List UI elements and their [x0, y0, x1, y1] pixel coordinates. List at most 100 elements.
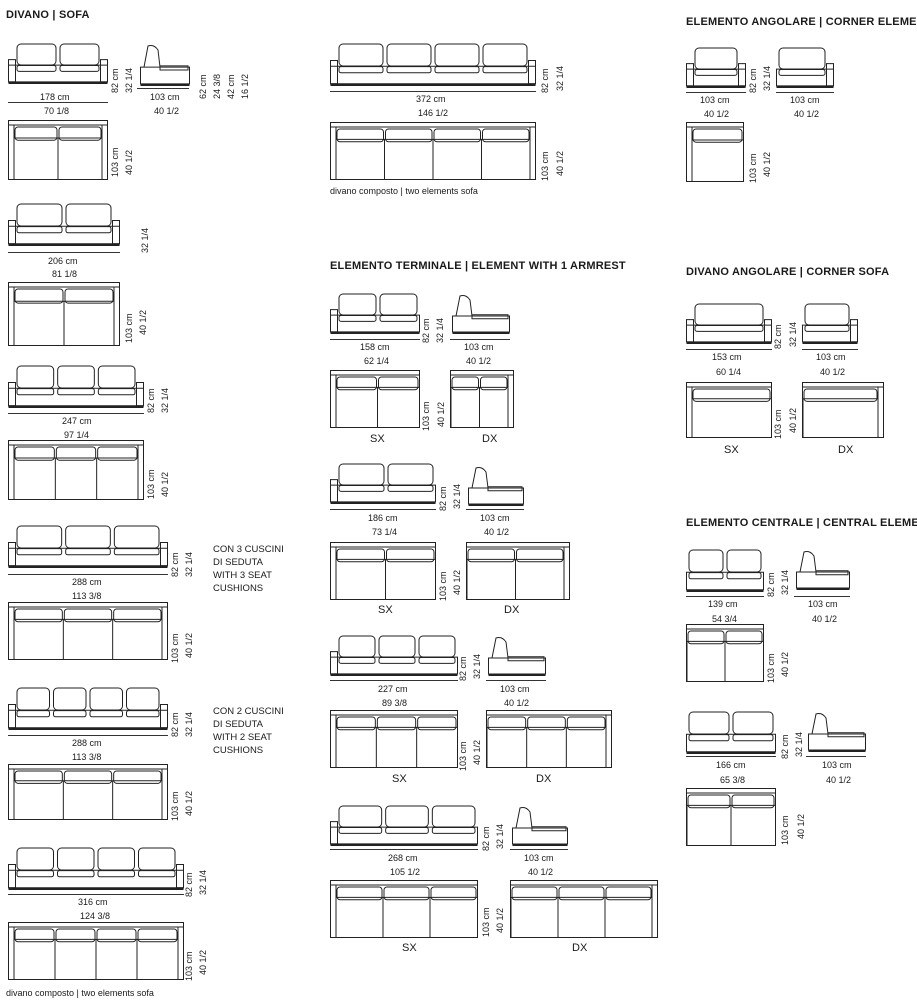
- sofa-base: [9, 710, 168, 728]
- sofa-base: [331, 827, 478, 844]
- dim-depth-cm: 103 cm: [421, 401, 431, 431]
- dim-width-cm: 227 cm: [378, 684, 408, 694]
- dim-width-cm: 288 cm: [72, 577, 102, 587]
- dim-width-cm: 186 cm: [368, 513, 398, 523]
- label-sx: SX: [378, 604, 393, 616]
- back-cushion: [688, 631, 724, 644]
- dim-depth-cm: 103 cm: [184, 951, 194, 981]
- sofa-outline: [9, 441, 144, 500]
- sofa-front-view: [330, 292, 420, 334]
- sofa-plan-view: [8, 602, 168, 660]
- cushion-note: CON 2 CUSCINI DI SEDUTA WITH 2 SEAT CUSH…: [213, 705, 284, 757]
- dim-height-in: 32 1/4: [452, 483, 462, 509]
- sofa-plan-view: [8, 440, 144, 500]
- dim-depth-in: 40 1/2: [124, 149, 134, 175]
- sofa-outline: [9, 765, 168, 820]
- seat-cushion: [98, 871, 135, 877]
- back-cushion: [387, 549, 435, 562]
- back-cushion: [567, 717, 605, 730]
- seat-cushion: [695, 70, 737, 76]
- sofa-front-view: [686, 548, 764, 592]
- seat-cushion: [419, 658, 455, 664]
- back-cushion: [17, 688, 50, 710]
- back-cushion: [15, 127, 57, 140]
- sofa-front-view: [8, 686, 168, 730]
- dim-depth-in: 40 1/2: [780, 651, 790, 677]
- back-cushion: [517, 549, 564, 562]
- seat-cushion: [387, 67, 431, 73]
- sofa-base: [9, 65, 108, 82]
- side-back-cushion: [492, 638, 508, 659]
- side-back-cushion: [812, 714, 828, 735]
- dim-side-cm: 103 cm: [808, 599, 838, 609]
- seat-cushion: [727, 573, 761, 579]
- dim-side-cm: 103 cm: [790, 95, 820, 105]
- sofa-plan-view: [330, 710, 458, 768]
- seat-cushion: [58, 389, 95, 395]
- armrest: [9, 60, 16, 82]
- seat-cushion: [432, 828, 475, 834]
- seat-cushion: [17, 227, 62, 233]
- armrest: [331, 310, 338, 332]
- sofa-side-view: [488, 636, 546, 676]
- armrest: [851, 320, 858, 342]
- sofa-front-view: [802, 302, 858, 344]
- back-cushion: [528, 717, 566, 730]
- dim-side-in: 40 1/2: [794, 109, 820, 119]
- section-title-central: ELEMENTO CENTRALE | CENTRAL ELEMENT: [686, 517, 917, 529]
- back-cushion: [64, 609, 111, 622]
- armrest: [113, 220, 120, 243]
- back-cushion: [384, 887, 429, 900]
- sofa-base: [687, 572, 764, 590]
- dim-side-depth-cm: 103 cm: [500, 684, 530, 694]
- sofa-front-view: [8, 42, 108, 84]
- sofa-base: [687, 734, 776, 752]
- sofa-plan-view: [450, 370, 514, 428]
- back-cushion: [98, 447, 137, 460]
- sofa-plan-view: [8, 764, 168, 820]
- back-cushion: [98, 366, 135, 388]
- back-cushion: [15, 447, 54, 460]
- sofa-front-view: [8, 524, 168, 568]
- back-cushion: [606, 887, 651, 900]
- label-dx: DX: [572, 942, 588, 954]
- cushion-note-line: CON 3 CUSCINI: [213, 544, 284, 555]
- dim-height-cm: 82 cm: [458, 655, 468, 681]
- back-cushion: [695, 304, 763, 325]
- seat-cushion: [98, 389, 135, 395]
- sofa-front-view: [686, 302, 772, 344]
- sofa-base: [9, 870, 184, 888]
- back-cushion: [468, 549, 515, 562]
- seat-cushion: [339, 658, 375, 664]
- dim-height-cm: 82 cm: [540, 67, 550, 93]
- dim-height-in: 32 1/4: [435, 317, 445, 343]
- back-cushion: [90, 688, 123, 710]
- label-dx: DX: [482, 433, 498, 445]
- seat-cushion: [114, 549, 159, 555]
- seat-cushion: [339, 486, 384, 492]
- seat-cushion: [60, 66, 99, 72]
- back-cushion: [56, 447, 95, 460]
- dimension-line: [806, 756, 866, 757]
- dim-depth-cm: 103 cm: [481, 907, 491, 937]
- back-cushion: [804, 389, 877, 401]
- seat-cushion: [58, 871, 95, 877]
- back-cushion: [805, 304, 849, 325]
- dim-depth-cm: 103 cm: [438, 571, 448, 601]
- dim-height-cm: 82 cm: [481, 825, 491, 851]
- seat-cushion: [379, 658, 415, 664]
- back-cushion: [727, 550, 761, 572]
- back-cushion: [434, 129, 481, 142]
- back-cushion: [339, 294, 376, 315]
- sofa-front-view: [686, 46, 746, 88]
- dim-depth-in: 40 1/2: [452, 569, 462, 595]
- back-cushion: [138, 929, 177, 942]
- dim-depth-cm: 103 cm: [170, 633, 180, 663]
- dim-depth-cm: 103 cm: [748, 153, 758, 183]
- dim-width-in: 60 1/4: [716, 367, 742, 377]
- sofa-plan-view: [330, 122, 536, 180]
- dim-width-in: 89 3/8: [382, 698, 408, 708]
- dim-side-cm: 103 cm: [816, 352, 846, 362]
- dim-height-cm: 82 cm: [438, 485, 448, 511]
- dim-depth-cm: 103 cm: [458, 741, 468, 771]
